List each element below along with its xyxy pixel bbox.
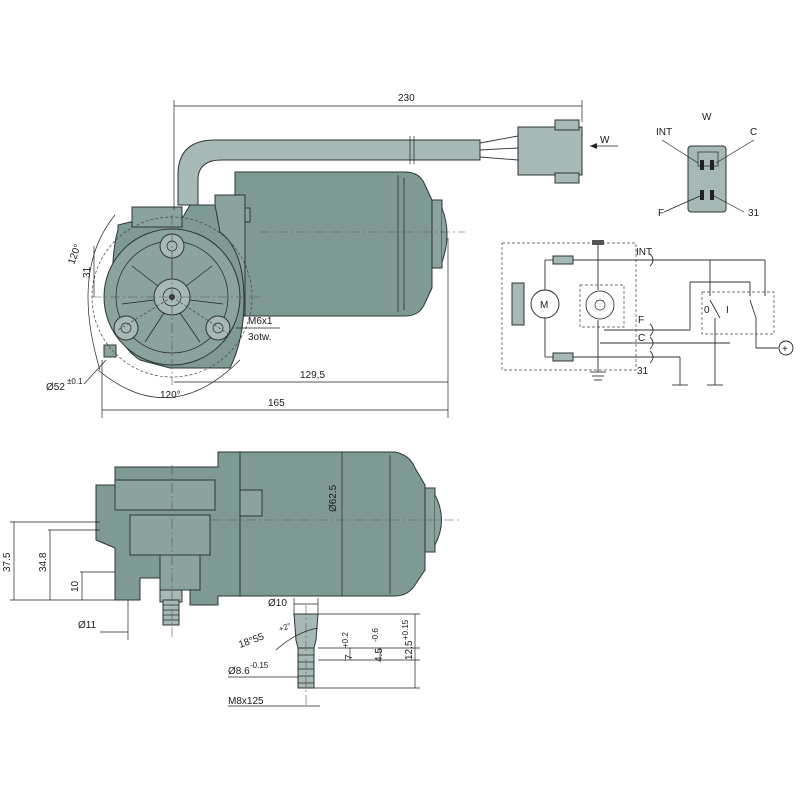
dim-129-5: 129,5 xyxy=(300,370,325,381)
mount-boss-left xyxy=(113,315,139,341)
sch-c: C xyxy=(638,333,645,344)
dim-angle-bottom: 120° xyxy=(160,390,181,401)
pin-31: 31 xyxy=(748,208,760,219)
dim-d62-5: Ø62.5 xyxy=(328,484,339,512)
top-dimensions: 230 120° 31 M6x1 3otw. Ø52 ±0.1 120° 129… xyxy=(46,93,583,418)
sch-plus: + xyxy=(782,344,788,355)
dim-12-5: 12.5 xyxy=(404,640,415,660)
motor-can xyxy=(234,171,433,317)
connector-plug xyxy=(517,126,583,176)
dim-d86: Ø8.6 xyxy=(228,666,250,677)
dim-4-5-tol: -0.6 xyxy=(371,628,380,642)
dim-230: 230 xyxy=(398,93,415,104)
connector-title: W xyxy=(702,112,712,123)
sch-int: INT xyxy=(636,247,652,258)
dim-31: 31 xyxy=(82,266,93,278)
sch-f: F xyxy=(638,315,644,326)
dim-angle-top: 120° xyxy=(66,243,83,266)
side-motor-view xyxy=(95,451,460,640)
shaft-detail: Ø10 18°55 +2° Ø8.6 -0.15 M8x125 7 +0.2 4… xyxy=(228,598,420,707)
side-shaft xyxy=(162,599,180,626)
side-motor-can xyxy=(227,451,426,597)
cable-wires xyxy=(479,135,519,161)
connector-pinout: W INT C F 31 W xyxy=(600,112,760,219)
dim-12-5-tol: +0.15 xyxy=(401,619,410,640)
mount-boss-right xyxy=(205,315,231,341)
dim-d86-tol: -0.15 xyxy=(250,661,269,670)
dim-taper-tol: +2° xyxy=(278,621,293,634)
pin-int: INT xyxy=(656,127,672,138)
dim-thread: M8x125 xyxy=(228,696,264,707)
pin-c: C xyxy=(750,127,757,138)
dim-7: 7 xyxy=(344,654,355,660)
top-motor-view xyxy=(91,119,618,385)
dim-d10: Ø10 xyxy=(268,598,287,609)
dim-37-5: 37.5 xyxy=(2,552,13,572)
connector-face xyxy=(687,145,727,213)
sch-31: 31 xyxy=(637,366,649,377)
dim-taper: 18°55 xyxy=(237,631,266,650)
sch-sw1: I xyxy=(726,305,729,316)
plus-terminal-icon xyxy=(778,340,794,356)
dim-10: 10 xyxy=(70,580,81,592)
dim-d52-tol: ±0.1 xyxy=(67,377,83,386)
connector-arrow-label: W xyxy=(600,135,610,146)
side-dimensions: 37.5 34.8 10 Ø11 Ø62.5 xyxy=(2,484,339,640)
pin-f: F xyxy=(658,208,664,219)
dim-m6x1: M6x1 xyxy=(248,316,273,327)
sch-sw0: 0 xyxy=(704,305,710,316)
dim-34-8: 34.8 xyxy=(38,552,49,572)
dim-d52: Ø52 xyxy=(46,382,65,393)
dim-holes: 3otw. xyxy=(248,332,271,343)
dim-4-5: 4.5 xyxy=(374,648,385,662)
dim-d11: Ø11 xyxy=(78,620,97,631)
dim-7-tol: +0.2 xyxy=(341,632,350,648)
wiring-schematic: M INT F C 31 xyxy=(501,240,794,386)
dim-165: 165 xyxy=(268,398,285,409)
motor-label: M xyxy=(540,300,548,311)
